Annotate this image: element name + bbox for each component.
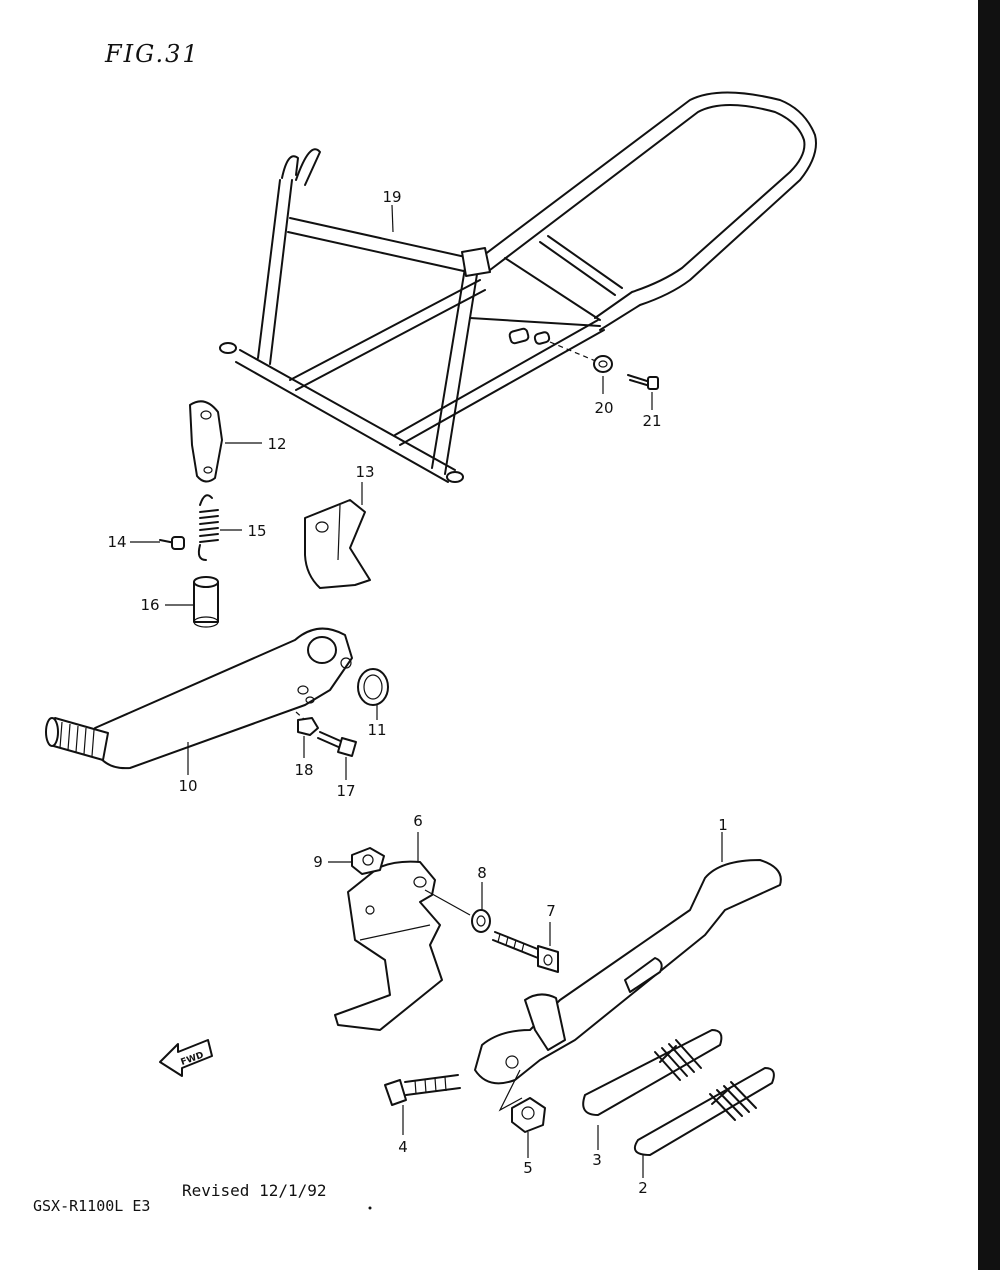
nut-18 <box>295 711 319 736</box>
model-code: GSX-R1100L E3 <box>33 1197 151 1215</box>
bolt-4 <box>384 1074 461 1106</box>
stopper-13 <box>304 499 371 589</box>
callout-5: 5 <box>523 1159 533 1177</box>
callout-10: 10 <box>178 777 197 795</box>
lever-10 <box>45 627 353 770</box>
callout-16: 16 <box>140 596 159 614</box>
callout-14: 14 <box>107 533 126 551</box>
bolt-14 <box>159 536 185 550</box>
washer-11 <box>357 668 389 706</box>
bolt-7 <box>492 931 559 973</box>
figure-title: FIG.31 <box>105 40 200 68</box>
spring-2 <box>634 1067 775 1156</box>
callout-8: 8 <box>477 864 487 882</box>
scan-edge-bar <box>978 0 1000 1270</box>
washer-8 <box>471 909 491 933</box>
bolt-17 <box>317 731 357 757</box>
bracket-6 <box>334 860 471 1031</box>
bracket-plate-12 <box>189 400 223 483</box>
callout-11: 11 <box>367 721 386 739</box>
nut-9 <box>351 847 385 875</box>
collar-16 <box>193 576 219 628</box>
bolt-21 <box>627 374 659 390</box>
callout-18: 18 <box>294 761 313 779</box>
callout-1: 1 <box>718 816 728 834</box>
callout-7: 7 <box>546 902 556 920</box>
stray-dot <box>368 1206 372 1210</box>
callout-9: 9 <box>313 853 323 871</box>
spring-15 <box>197 494 219 561</box>
callout-6: 6 <box>413 812 423 830</box>
callout-12: 12 <box>267 435 286 453</box>
callout-19: 19 <box>382 188 401 206</box>
stand-frame <box>219 91 817 483</box>
callout-3: 3 <box>592 1151 602 1169</box>
revision-date: Revised 12/1/92 <box>182 1181 327 1200</box>
callout-13: 13 <box>355 463 374 481</box>
callout-21: 21 <box>642 412 661 430</box>
leader-lines <box>130 204 723 1178</box>
side-stand-1 <box>474 859 782 1112</box>
callout-17: 17 <box>336 782 355 800</box>
callout-20: 20 <box>594 399 613 417</box>
fwd-arrow-icon: FWD <box>159 1039 213 1077</box>
callout-2: 2 <box>638 1179 648 1197</box>
callout-4: 4 <box>398 1138 408 1156</box>
bushing-20 <box>549 341 613 373</box>
nut-5 <box>511 1097 546 1133</box>
callout-15: 15 <box>247 522 266 540</box>
spring-3 <box>582 1029 723 1116</box>
